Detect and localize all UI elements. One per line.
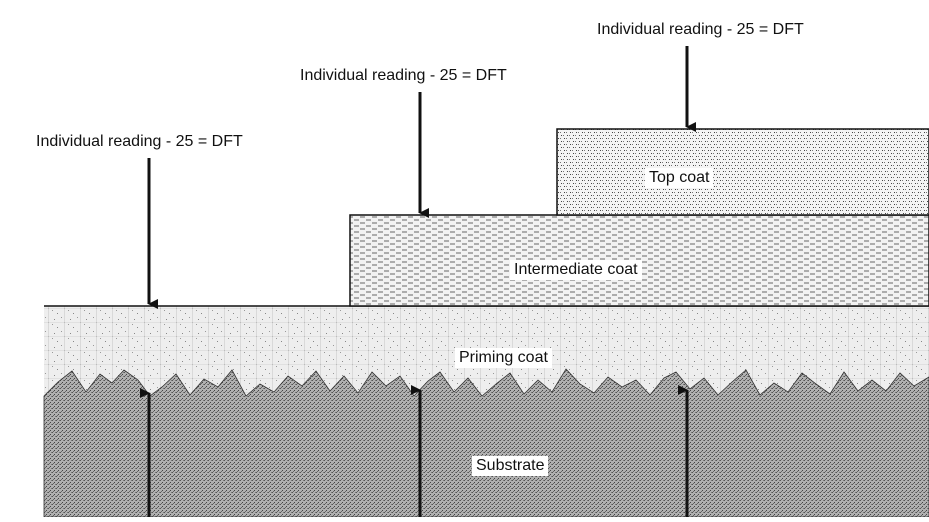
substrate-layer: [43, 368, 929, 518]
top-coat-label: Top coat: [645, 168, 714, 188]
reading-caption-1: Individual reading - 25 = DFT: [36, 133, 243, 150]
substrate-label: Substrate: [472, 456, 549, 476]
priming-coat-label: Priming coat: [455, 348, 552, 368]
intermediate-coat-label: Intermediate coat: [510, 260, 642, 280]
top-coat-layer: [556, 128, 929, 216]
reading-caption-2: Individual reading - 25 = DFT: [300, 67, 507, 84]
reading-caption-3: Individual reading - 25 = DFT: [597, 21, 804, 38]
